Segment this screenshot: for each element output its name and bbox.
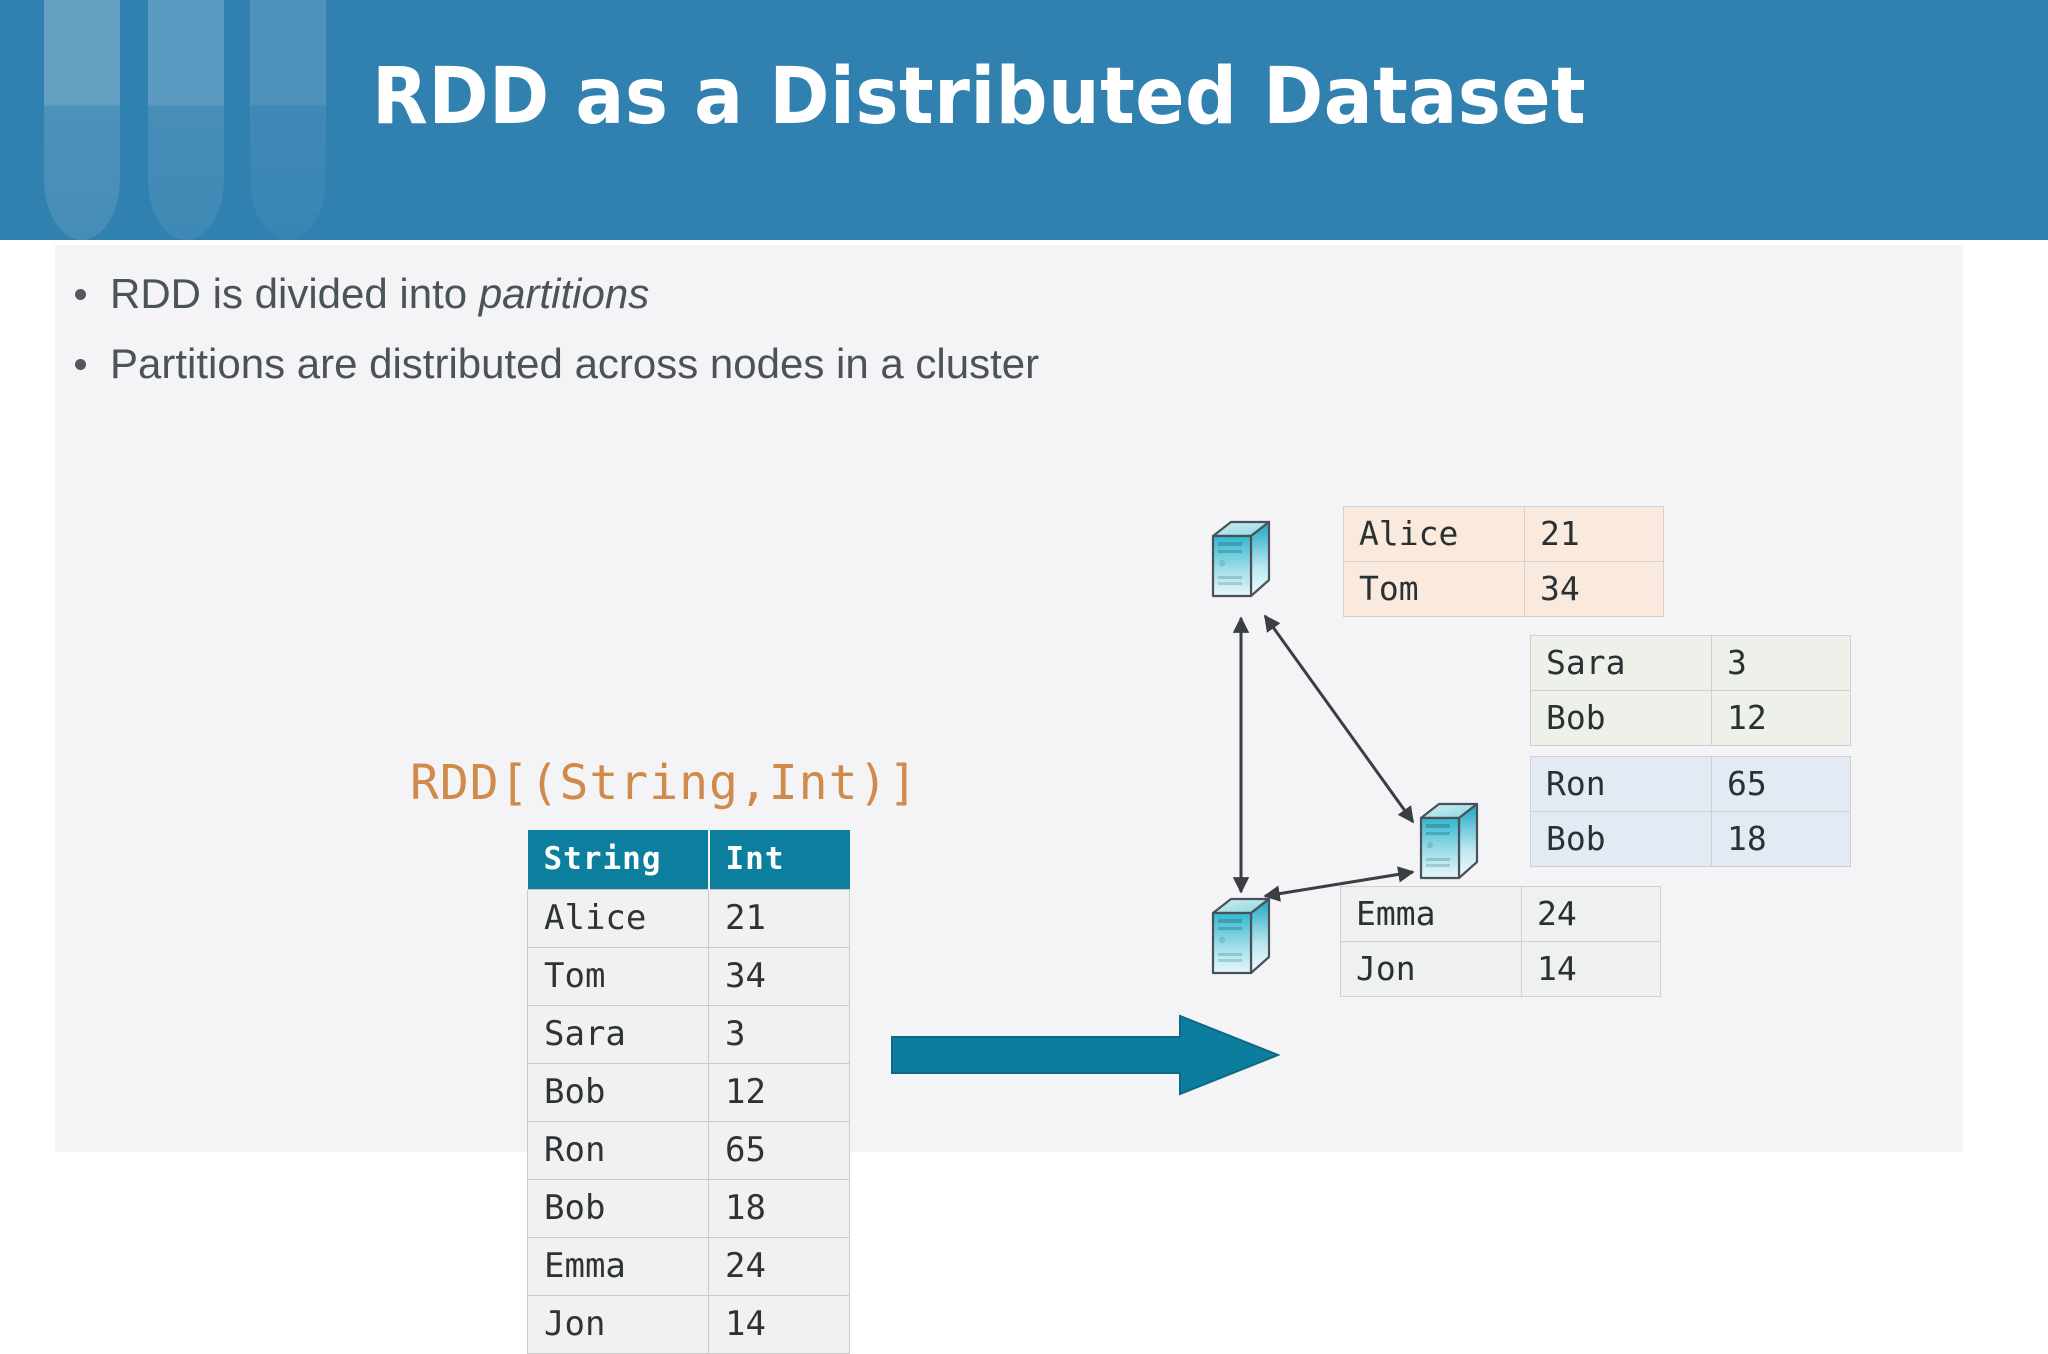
cell-value: 3 [708,1005,850,1064]
cell-value: 18 [708,1179,850,1238]
table-row: Sara 3 [1530,635,1851,691]
deco-bar-1 [44,0,120,240]
table-row: Jon 14 [527,1295,850,1354]
cell-key: Bob [1530,690,1712,746]
partition-table-3: Ron 65 Bob 18 [1530,756,1851,867]
list-item: Partitions are distributed across nodes … [75,340,1375,388]
cell-value: 21 [708,889,850,948]
cell-key: Jon [1340,941,1522,997]
cell-value: 18 [1711,811,1851,867]
table-row: Bob 18 [527,1179,850,1238]
deco-bar-3 [250,0,326,240]
cell-key: Emma [1340,886,1522,942]
cluster-diagram: Alice 21 Tom 34 Sara 3 Bob 12 [1185,500,1945,1120]
cell-key: Emma [527,1237,709,1296]
cell-value: 65 [1711,756,1851,812]
server-node-icon [1211,897,1271,975]
table-row: Bob 18 [1530,811,1851,867]
list-item: RDD is divided into partitions [75,270,1375,318]
bullet-dot-icon [75,359,86,371]
table-header-row: String Int [527,830,850,890]
cell-value: 24 [708,1237,850,1296]
cell-value: 34 [708,947,850,1006]
partition-table-2: Sara 3 Bob 12 [1530,635,1851,746]
deco-bar-2 [148,0,224,240]
cell-key: Alice [1343,506,1525,562]
cell-key: Sara [1530,635,1712,691]
table-row: Emma 24 [527,1237,850,1296]
rdd-type-label: RDD[(String,Int)] [410,755,919,811]
cell-key: Jon [527,1295,709,1354]
bullet-emphasis-1: partitions [478,270,650,317]
cell-key: Bob [1530,811,1712,867]
link-bottom-middle [1263,866,1415,902]
cell-key: Sara [527,1005,709,1064]
table-row: Ron 65 [1530,756,1851,812]
bullet-dot-icon [75,289,86,300]
cell-value: 65 [708,1121,850,1180]
bullet-text-2: Partitions are distributed across nodes … [110,340,1040,388]
server-node-icon [1211,520,1271,598]
cell-value: 14 [1521,941,1661,997]
cell-value: 3 [1711,635,1851,691]
page-title: RDD as a Distributed Dataset [372,52,1587,142]
table-row: Sara 3 [527,1005,850,1064]
cell-value: 21 [1524,506,1664,562]
table-row: Alice 21 [1343,506,1664,562]
source-rdd-table: String Int Alice 21 Tom 34 Sara 3 [527,830,850,1354]
header-decoration [0,0,330,240]
cell-value: 24 [1521,886,1661,942]
cell-value: 34 [1524,561,1664,617]
server-node-icon [1419,802,1479,880]
cell-value: 12 [1711,690,1851,746]
table-row: Ron 65 [527,1121,850,1180]
link-top-middle [1263,614,1415,824]
column-header-string: String [527,830,710,890]
cluster-links [1232,614,1415,902]
slide-header: RDD as a Distributed Dataset [0,0,2048,240]
cell-key: Ron [1530,756,1712,812]
cell-key: Bob [527,1179,709,1238]
bullet-list: RDD is divided into partitions Partition… [75,270,1375,411]
slide-content: RDD is divided into partitions Partition… [55,245,1963,1354]
cell-key: Bob [527,1063,709,1122]
table-row: Emma 24 [1340,886,1661,942]
table-row: Bob 12 [1530,690,1851,746]
cell-value: 12 [708,1063,850,1122]
transform-arrow-icon [891,1014,1280,1096]
table-row: Jon 14 [1340,941,1661,997]
table-row: Alice 21 [527,889,850,948]
cell-key: Tom [527,947,709,1006]
column-header-int: Int [708,830,850,890]
cell-value: 14 [708,1295,850,1354]
cell-key: Alice [527,889,709,948]
bullet-text-1: RDD is divided into partitions [110,270,650,317]
partition-table-4: Emma 24 Jon 14 [1340,886,1661,997]
cell-key: Tom [1343,561,1525,617]
partition-table-1: Alice 21 Tom 34 [1343,506,1664,617]
table-row: Tom 34 [1343,561,1664,617]
table-row: Bob 12 [527,1063,850,1122]
table-row: Tom 34 [527,947,850,1006]
cell-key: Ron [527,1121,709,1180]
